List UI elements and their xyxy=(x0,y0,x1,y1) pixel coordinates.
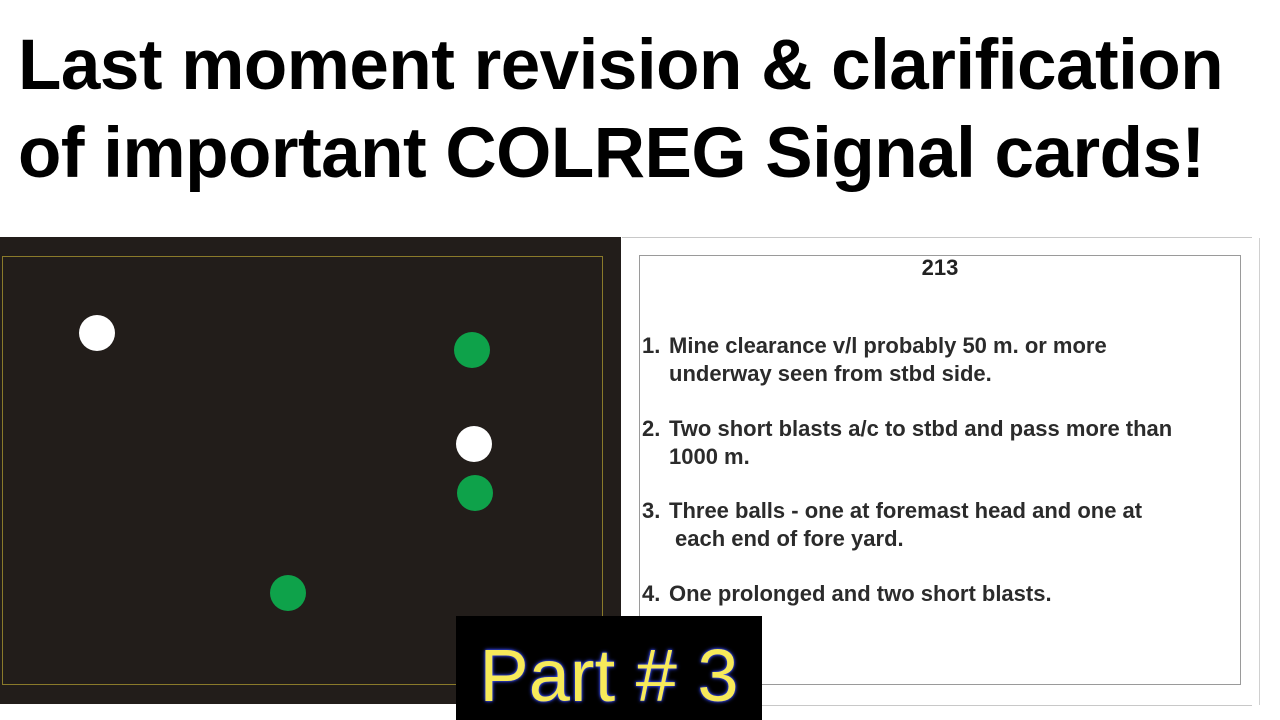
answer-item-1-number: 1. xyxy=(642,333,661,358)
answer-item-2-number: 2. xyxy=(642,416,661,441)
answer-item-2: 2. Two short blasts a/c to stbd and pass… xyxy=(642,415,1172,471)
headline: Last moment revision & clarification of … xyxy=(18,22,1280,198)
part-badge: Part # 3 xyxy=(456,616,762,720)
answer-item-2-line-1: Two short blasts a/c to stbd and pass mo… xyxy=(669,416,1173,441)
light-green-1 xyxy=(454,332,490,368)
light-white-2 xyxy=(456,426,492,462)
answer-item-4: 4. One prolonged and two short blasts. xyxy=(642,580,1052,608)
light-white-1 xyxy=(79,315,115,351)
answer-item-3: 3. Three balls - one at foremast head an… xyxy=(642,497,1142,553)
answer-sheet xyxy=(622,237,1260,706)
answer-item-1-line-1: Mine clearance v/l probably 50 m. or mor… xyxy=(669,333,1107,358)
answer-item-3-line-1: Three balls - one at foremast head and o… xyxy=(669,498,1143,523)
light-green-2 xyxy=(457,475,493,511)
headline-line-1: Last moment revision & clarification xyxy=(18,26,1224,105)
part-label: Part # 3 xyxy=(479,634,739,717)
answer-item-3-line-2: each end of fore yard. xyxy=(675,526,904,551)
page-edge xyxy=(1259,238,1268,705)
headline-line-2: of important COLREG Signal cards! xyxy=(18,114,1205,193)
card-number: 213 xyxy=(921,255,959,280)
answer-item-1-line-2: underway seen from stbd side. xyxy=(669,361,992,386)
answer-item-4-number: 4. xyxy=(642,581,661,606)
signal-card-frame xyxy=(2,256,603,685)
answer-item-4-line-1: One prolonged and two short blasts. xyxy=(669,581,1052,606)
signal-card-image xyxy=(0,237,621,704)
answer-card: 213 1. Mine clearance v/l probably 50 m.… xyxy=(639,255,1241,685)
answer-item-1: 1. Mine clearance v/l probably 50 m. or … xyxy=(642,332,1107,388)
answer-item-2-line-2: 1000 m. xyxy=(669,444,750,469)
light-green-3 xyxy=(270,575,306,611)
answer-item-3-number: 3. xyxy=(642,498,661,523)
